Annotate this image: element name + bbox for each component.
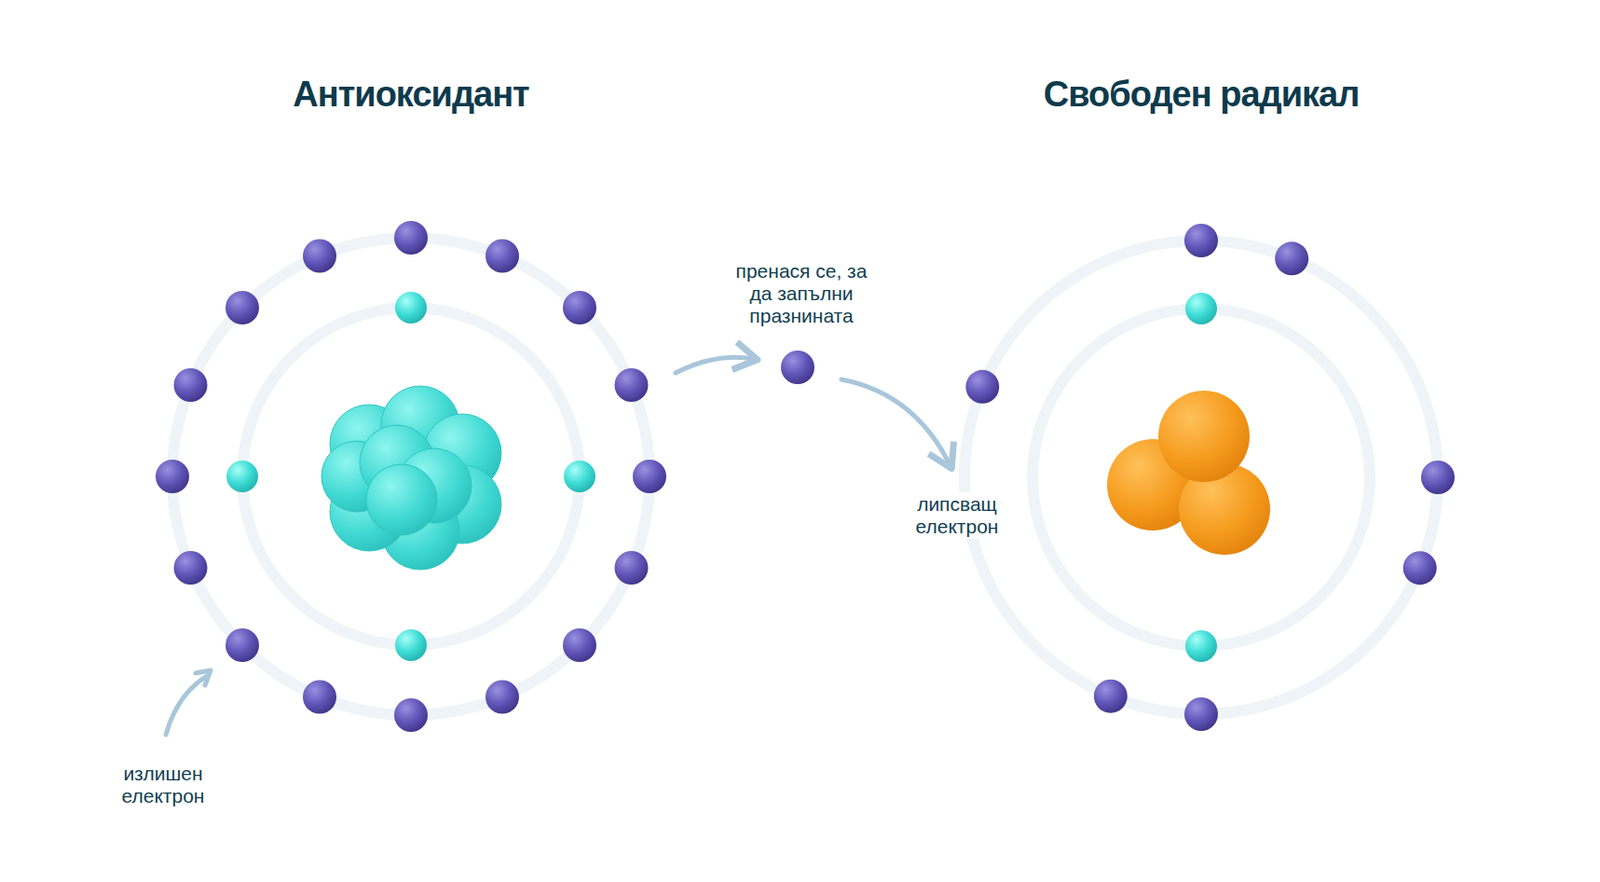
electron <box>174 368 208 402</box>
electron <box>615 550 649 585</box>
transfer-arrow <box>675 356 950 465</box>
atom-heading: Антиоксидант <box>159 74 663 115</box>
electron <box>1274 241 1309 275</box>
electron <box>1184 697 1218 731</box>
transferred-electron <box>780 350 815 384</box>
electron <box>226 460 259 493</box>
electron <box>562 290 597 325</box>
electron <box>563 460 596 493</box>
electron <box>395 629 427 661</box>
orbit-rings <box>172 237 1438 715</box>
electron <box>394 220 428 255</box>
electron <box>225 290 260 325</box>
electron <box>1185 629 1218 662</box>
radical-nucleus <box>1107 390 1271 555</box>
electron <box>632 459 667 493</box>
electron <box>485 680 520 714</box>
electron <box>155 459 190 493</box>
nucleus-ball <box>366 464 438 535</box>
atom-node: Свободен радикал <box>949 74 1453 746</box>
electron <box>965 369 999 404</box>
electron <box>615 368 649 402</box>
electron <box>1421 460 1455 494</box>
electron <box>225 628 260 662</box>
note-label: излишен електрон <box>98 761 228 808</box>
atom-heading: Свободен радикал <box>949 74 1453 115</box>
electrons <box>155 220 1455 732</box>
electron <box>395 291 427 324</box>
atom-node: Антиоксидант <box>159 74 663 746</box>
electron <box>394 697 428 732</box>
electron <box>302 239 337 274</box>
note-label: липсващ електрон <box>892 492 1022 539</box>
electron <box>174 550 208 585</box>
electron <box>562 628 597 662</box>
electron <box>1184 223 1218 258</box>
leader-arrow <box>165 670 211 735</box>
antioxidant-nucleus <box>321 385 502 570</box>
electron <box>485 239 520 274</box>
electron <box>1094 679 1128 713</box>
electron <box>302 680 337 714</box>
electron <box>1185 292 1218 325</box>
electron <box>1403 550 1437 585</box>
edge-label: пренася се, за да запълни празнината <box>723 259 880 329</box>
